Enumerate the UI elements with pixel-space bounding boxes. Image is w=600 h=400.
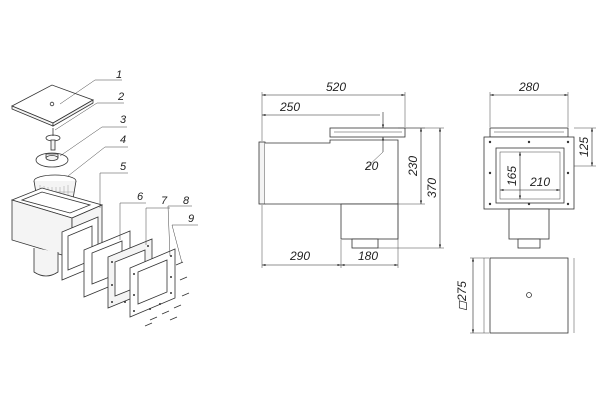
part-float	[35, 152, 69, 168]
part-leaders	[54, 79, 198, 264]
dim-side-width: 280	[518, 80, 539, 94]
exploded-view: 1 2 3 4 5 6 7 8 9	[10, 69, 198, 327]
plan-view: ◻275	[455, 257, 575, 334]
side-neck	[517, 238, 541, 249]
part-lid	[11, 84, 94, 127]
dim-bottom-left: 290	[289, 249, 310, 263]
part-label-6: 6	[137, 191, 144, 203]
part-label-9: 9	[188, 213, 194, 225]
dim-opening-height: 165	[505, 166, 519, 186]
dim-opening-width: 210	[529, 175, 550, 189]
front-neck	[351, 238, 379, 249]
front-mouth	[258, 141, 266, 205]
side-lower-body	[508, 208, 550, 240]
dim-top-offset: 250	[279, 100, 300, 114]
front-lower-body	[340, 203, 399, 240]
plan-square	[489, 257, 569, 334]
part-label-4: 4	[120, 134, 126, 146]
front-view: 520 250 20 230 370 290 180	[258, 80, 444, 268]
plan-drain-hole	[526, 292, 532, 298]
side-lip	[489, 127, 569, 138]
dim-lip: 20	[364, 159, 379, 173]
part-label-5: 5	[120, 161, 127, 173]
part-label-2: 2	[117, 91, 124, 103]
dim-bottom-right: 180	[358, 249, 378, 263]
front-lip	[329, 127, 406, 138]
part-label-8: 8	[183, 195, 190, 207]
part-body	[10, 187, 104, 281]
dim-plan-square: ◻275	[455, 281, 469, 311]
part-stem	[45, 128, 61, 151]
dim-total-width: 520	[326, 80, 346, 94]
side-view: 280 125 165 210	[483, 80, 596, 249]
part-flange	[129, 248, 176, 318]
side-opening	[495, 147, 565, 204]
dim-total-height: 370	[425, 178, 439, 198]
dim-body-height: 230	[406, 156, 420, 177]
part-label-1: 1	[116, 69, 122, 81]
part-label-7: 7	[161, 195, 168, 207]
dim-side-top: 125	[577, 137, 591, 157]
part-label-3: 3	[120, 114, 127, 126]
